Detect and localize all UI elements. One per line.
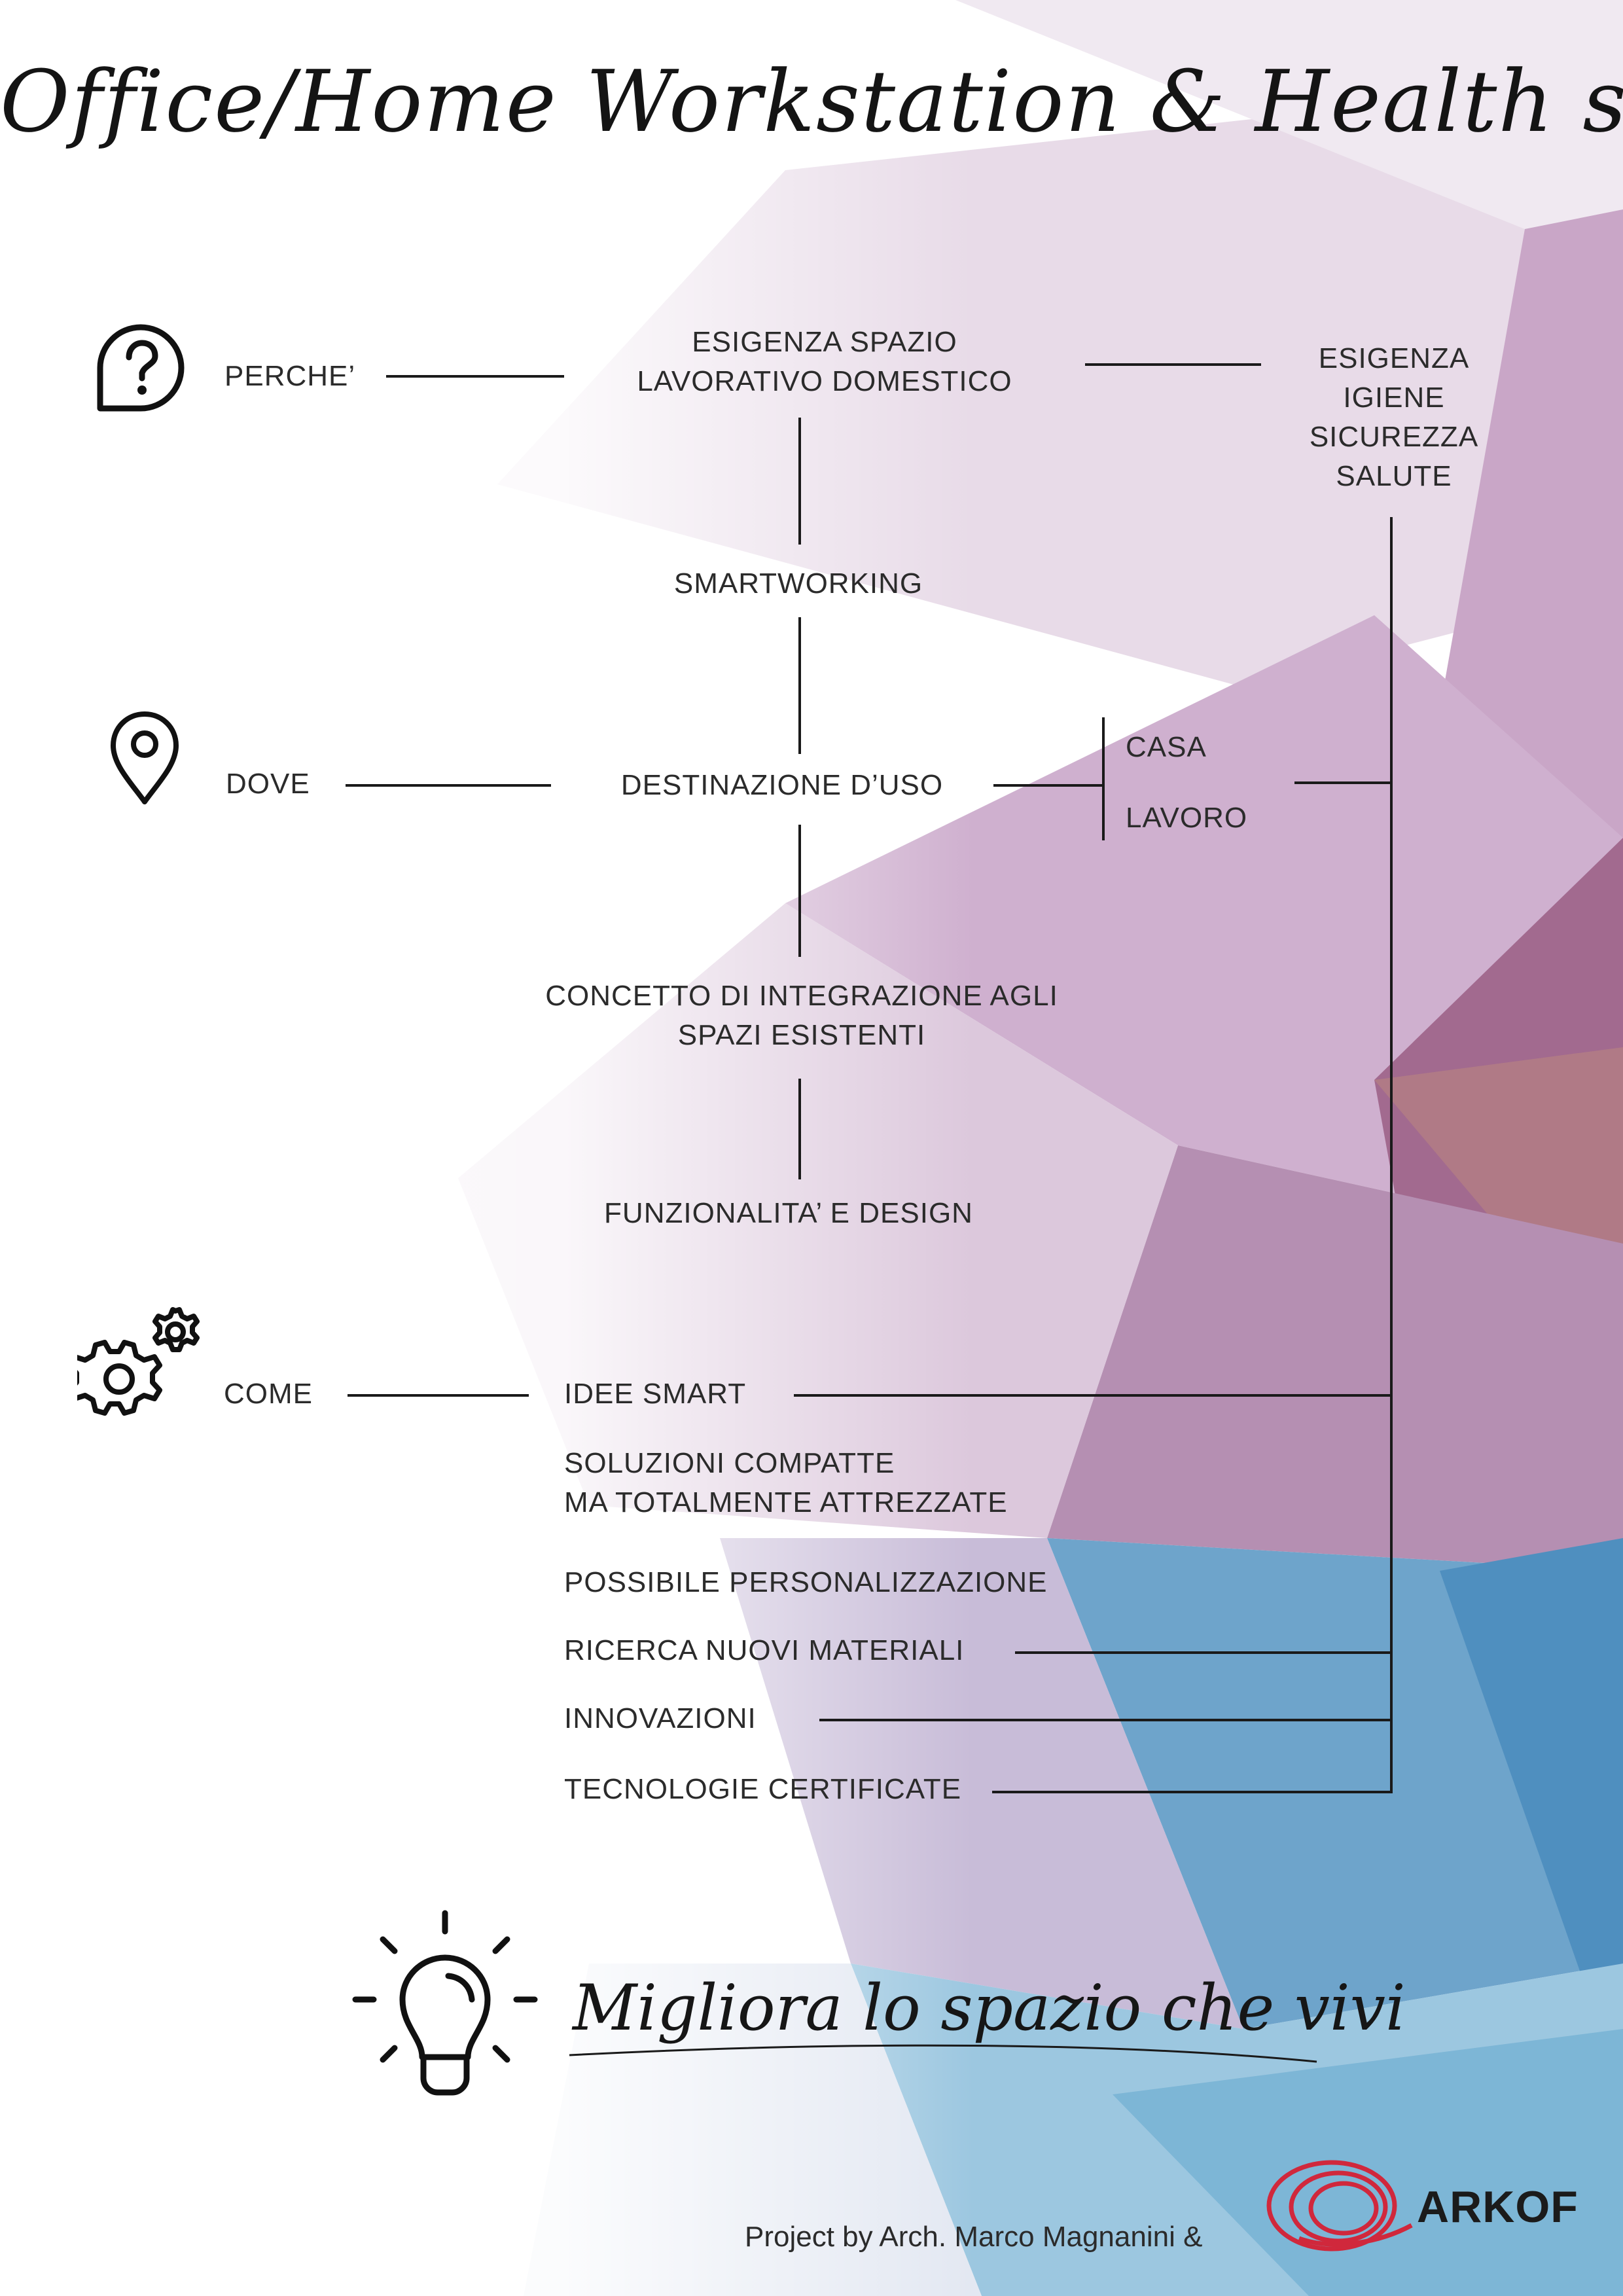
node-esigenza-igiene-line-2: IGIENE	[1343, 382, 1445, 414]
lightbulb-icon	[350, 1908, 540, 2098]
page-title: Office/Home Workstation & Health shield	[0, 52, 1623, 151]
item-idee-smart: IDEE SMART	[564, 1378, 747, 1410]
item-materiali: RICERCA NUOVI MATERIALI	[564, 1634, 965, 1666]
slogan-underline	[569, 2044, 1317, 2063]
node-concetto-line-1: CONCETTO DI INTEGRAZIONE AGLI	[545, 980, 1058, 1012]
row-label-perche: PERCHE’	[224, 360, 356, 392]
node-casa: CASA	[1126, 731, 1207, 763]
question-bubble-icon	[95, 322, 187, 414]
item-personalizzazione: POSSIBILE PERSONALIZZAZIONE	[564, 1566, 1048, 1598]
item-soluzioni: SOLUZIONI COMPATTE MA TOTALMENTE ATTREZZ…	[564, 1444, 1008, 1522]
row-label-come: COME	[224, 1378, 313, 1410]
node-smartworking: SMARTWORKING	[673, 567, 923, 600]
node-esigenza-igiene: ESIGENZA IGIENE SICUREZZA SALUTE	[1283, 339, 1505, 496]
item-tecnologie: TECNOLOGIE CERTIFICATE	[564, 1773, 962, 1805]
node-esigenza-igiene-line-3: SICUREZZA	[1309, 421, 1479, 453]
node-esigenza-spazio-line-2: LAVORATIVO DOMESTICO	[637, 365, 1012, 397]
row-label-dove: DOVE	[226, 768, 310, 800]
item-innovazioni: INNOVAZIONI	[564, 1702, 757, 1734]
node-esigenza-spazio-line-1: ESIGENZA SPAZIO	[692, 326, 957, 358]
node-funzionalita: FUNZIONALITA’ E DESIGN	[604, 1197, 973, 1229]
node-esigenza-spazio: ESIGENZA SPAZIO LAVORATIVO DOMESTICO	[589, 323, 1060, 401]
item-soluzioni-line-2: MA TOTALMENTE ATTREZZATE	[564, 1486, 1008, 1518]
arkof-logo-swirl-icon	[1260, 2152, 1423, 2263]
project-credit: Project by Arch. Marco Magnanini &	[745, 2221, 1203, 2253]
slogan: Migliora lo spazio che vivi	[573, 1971, 1406, 2045]
node-esigenza-igiene-line-1: ESIGENZA	[1318, 342, 1470, 374]
node-lavoro: LAVORO	[1126, 802, 1248, 834]
node-destinazione: DESTINAZIONE D’USO	[620, 769, 944, 801]
gears-icon	[67, 1299, 215, 1430]
node-esigenza-igiene-line-4: SALUTE	[1336, 460, 1452, 492]
node-concetto: CONCETTO DI INTEGRAZIONE AGLI SPAZI ESIS…	[510, 977, 1093, 1055]
location-pin-icon	[108, 710, 181, 806]
node-concetto-line-2: SPAZI ESISTENTI	[677, 1019, 926, 1051]
item-soluzioni-line-1: SOLUZIONI COMPATTE	[564, 1447, 895, 1479]
arkof-logo-text: ARKOF	[1417, 2182, 1578, 2232]
